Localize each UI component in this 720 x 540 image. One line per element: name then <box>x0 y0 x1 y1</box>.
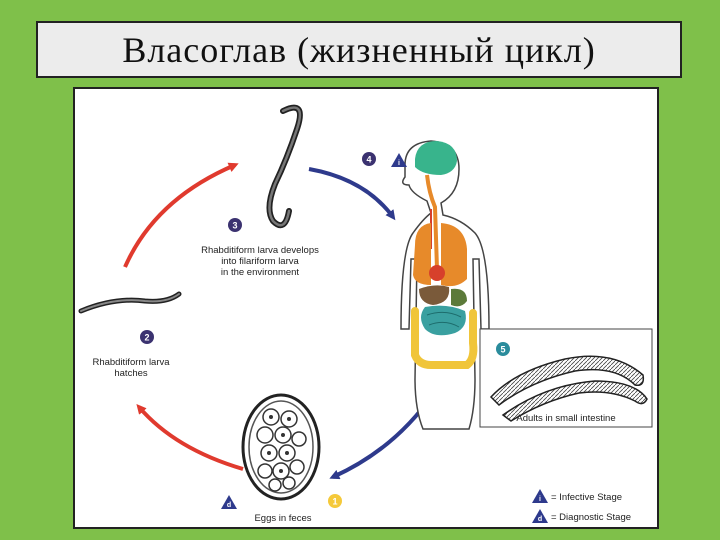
svg-text:i: i <box>539 496 541 503</box>
step-2-number: 2 <box>144 333 149 343</box>
title-box: Власоглав (жизненный цикл) <box>36 21 682 78</box>
rhabditiform-larva-icon <box>81 294 179 311</box>
step-3-number: 3 <box>232 221 237 231</box>
step-2-label: Rhabditiform larva hatches <box>79 357 183 379</box>
filariform-larva-icon <box>269 108 299 226</box>
infective-stage-marker: i <box>391 153 407 167</box>
legend-diagnostic-icon: d <box>532 509 548 523</box>
arrow-blue-3-to-4 <box>309 169 393 217</box>
legend-infective-text: = Infective Stage <box>551 492 659 503</box>
step-2-badge: 2 <box>140 330 154 344</box>
step-4-badge: 4 <box>362 152 376 166</box>
legend-diagnostic-text: = Diagnostic Stage <box>551 512 659 523</box>
page-title: Власоглав (жизненный цикл) <box>122 29 595 71</box>
step-1-number: 1 <box>332 497 337 507</box>
step-3-label: Rhabditiform larva develops into filarif… <box>185 245 335 278</box>
step-3-badge: 3 <box>228 218 242 232</box>
legend-infective-icon: i <box>532 489 548 503</box>
svg-text:d: d <box>538 516 542 523</box>
step-1-label: Eggs in feces <box>241 513 325 524</box>
diagnostic-stage-marker: d <box>221 495 237 509</box>
step-5-label: Adults in small intestine <box>485 413 647 424</box>
arrow-red-1-to-2 <box>139 407 243 469</box>
step-4-number: 4 <box>366 155 371 165</box>
svg-text:i: i <box>398 160 400 167</box>
egg-icon <box>243 395 319 499</box>
lifecycle-diagram: 3 2 4 5 1 i d i <box>73 87 659 529</box>
step-5-badge: 5 <box>496 342 510 356</box>
svg-text:d: d <box>227 502 231 509</box>
diagram-canvas: 3 2 4 5 1 i d i <box>75 89 661 531</box>
step-5-number: 5 <box>500 345 505 355</box>
step-1-badge: 1 <box>328 494 342 508</box>
human-body-icon <box>401 141 489 429</box>
